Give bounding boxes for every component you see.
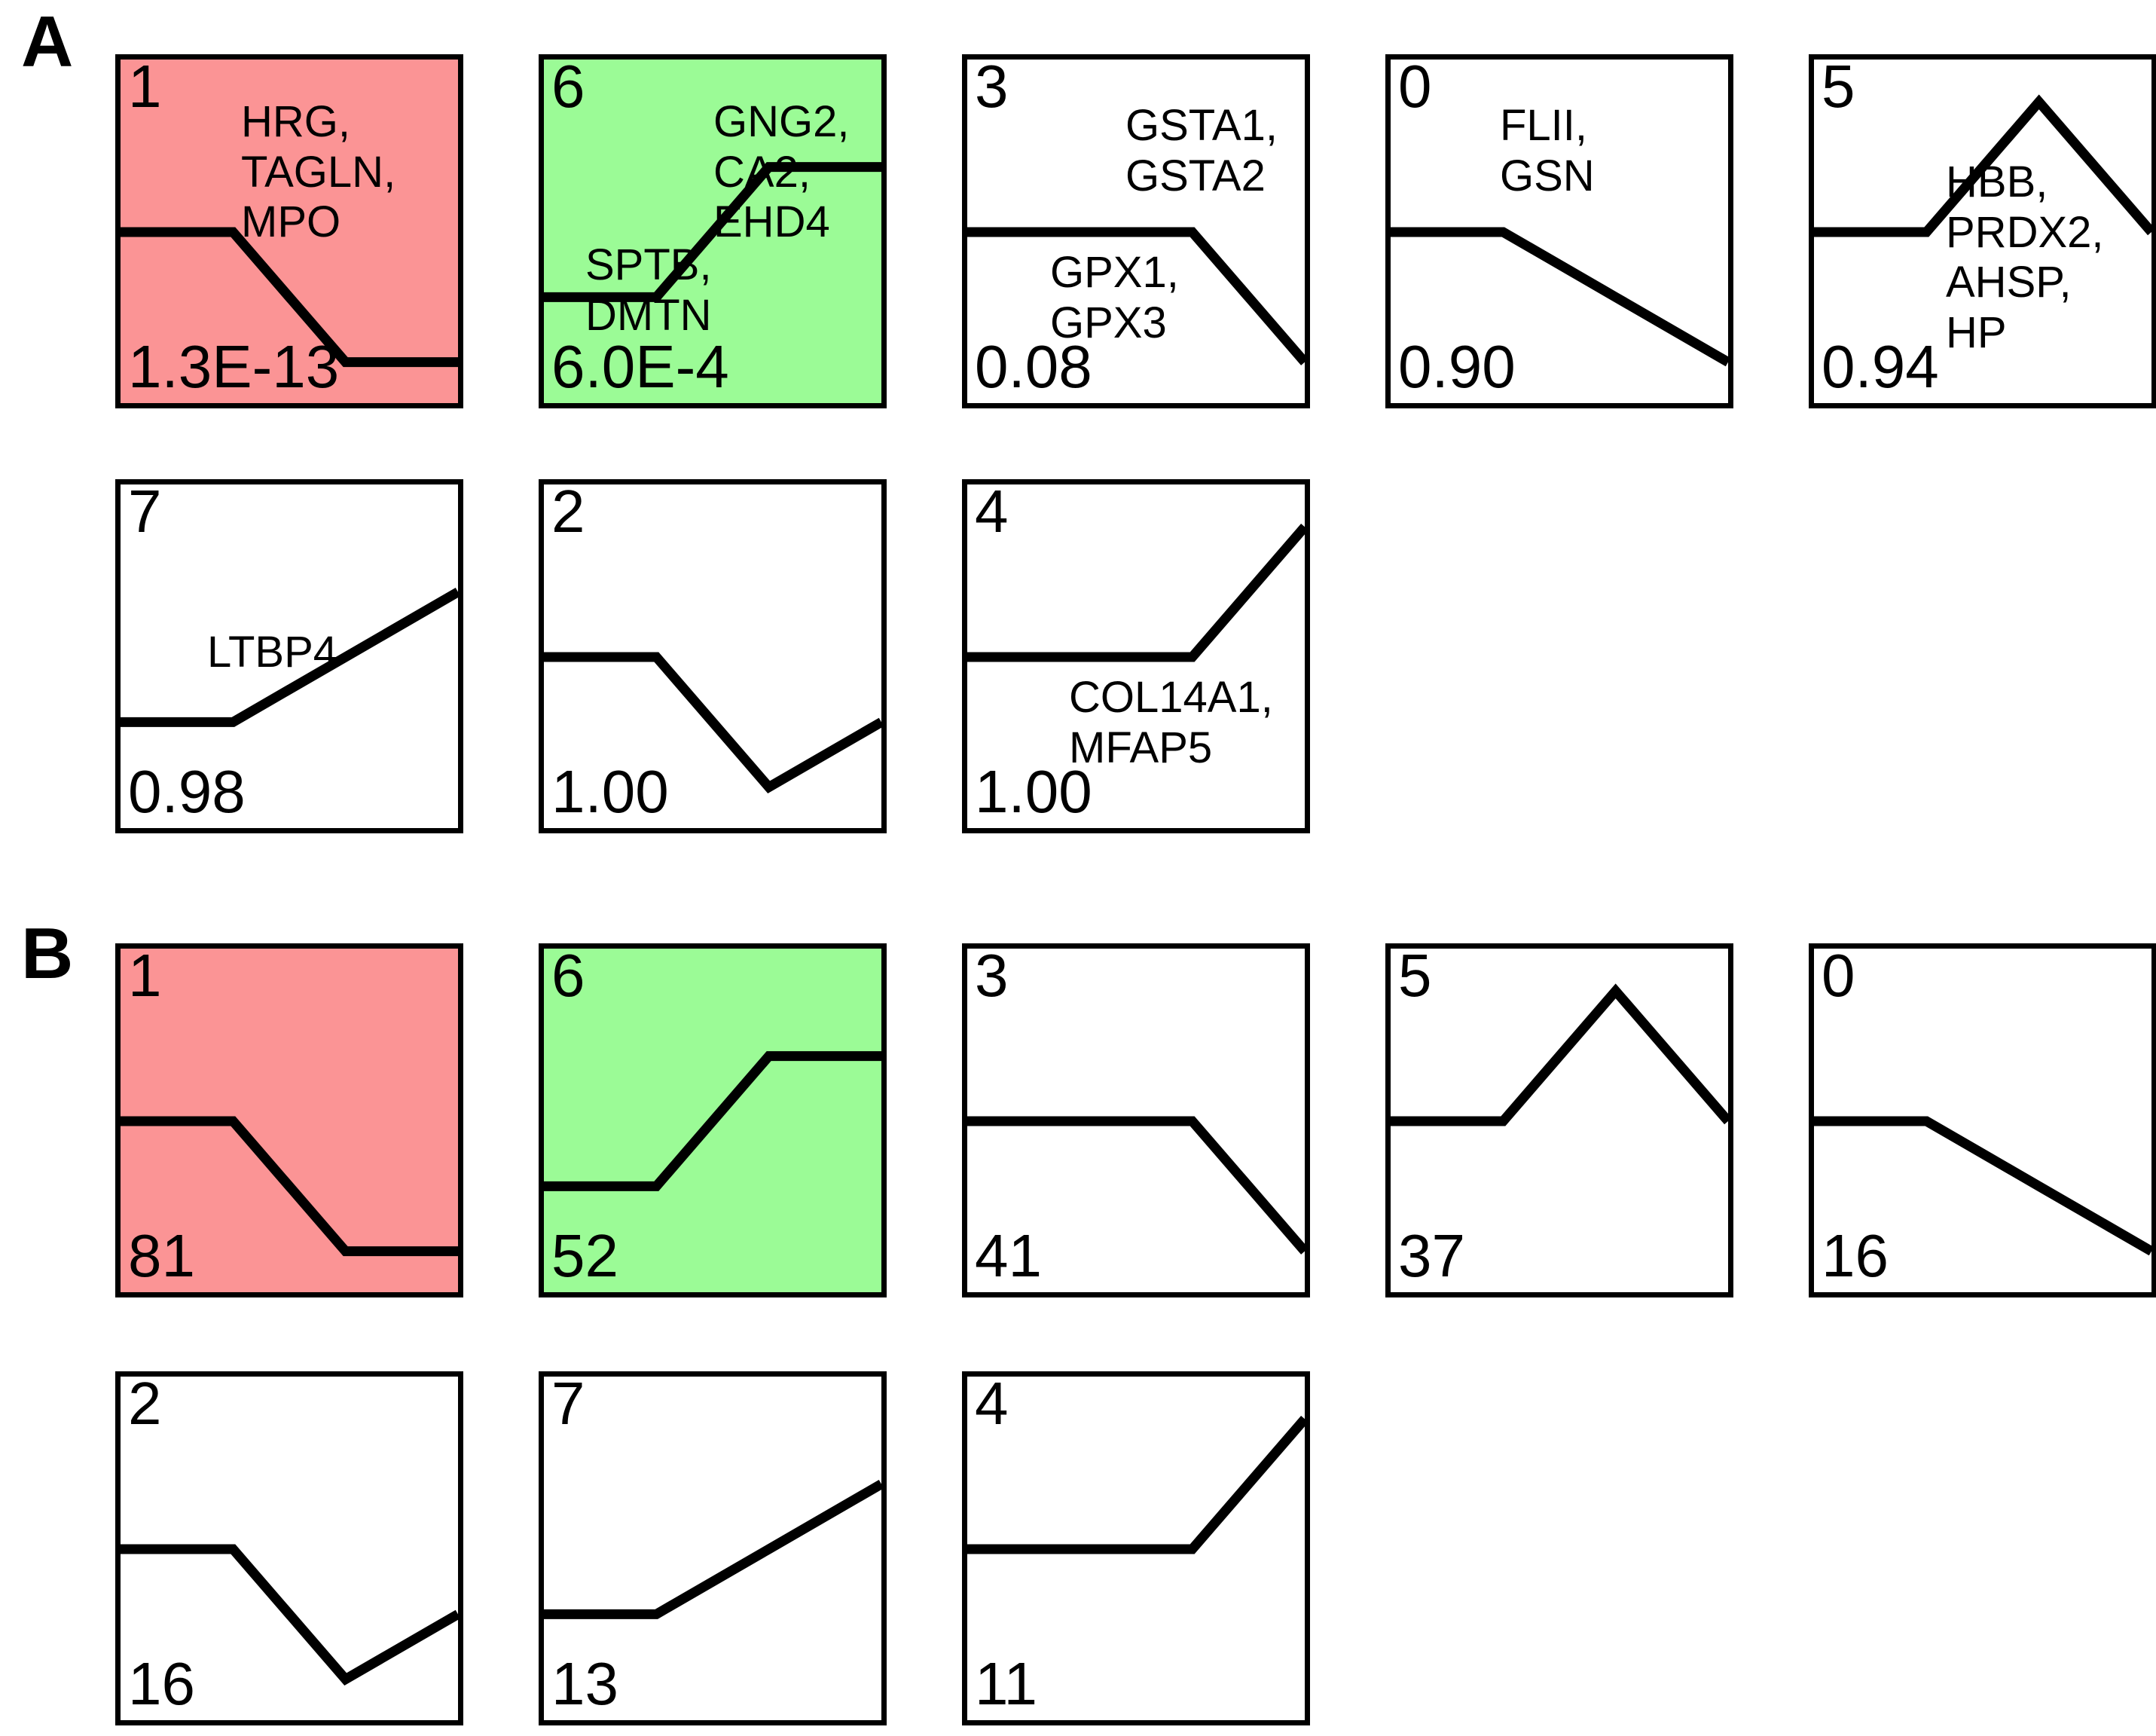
profile-trace — [121, 1377, 458, 1720]
profile-trace — [967, 949, 1305, 1292]
profile-score-label: 37 — [1398, 1222, 1465, 1289]
profile-id-label: 3 — [975, 943, 1009, 1009]
profile-panel-1[interactable]: 1 1.3E-13 HRG, TAGLN, MPO — [115, 54, 463, 408]
profile-id-label: 2 — [551, 479, 585, 545]
profile-id-label: 7 — [128, 479, 162, 545]
profile-id-label: 3 — [975, 54, 1009, 120]
profile-trace — [544, 949, 881, 1292]
profile-id-label: 0 — [1398, 54, 1432, 120]
profile-trace — [121, 484, 458, 828]
profile-score-label: 52 — [551, 1222, 618, 1289]
profile-trace — [1814, 60, 2151, 403]
gene-list-label: HRG, TAGLN, MPO — [241, 97, 396, 247]
profile-trace — [967, 484, 1305, 828]
section-label-a: A — [21, 2, 73, 82]
profile-score-label: 16 — [1822, 1222, 1889, 1289]
profile-trace — [544, 484, 881, 828]
profile-id-label: 5 — [1822, 54, 1855, 120]
profile-score-label: 1.3E-13 — [128, 333, 340, 400]
profile-panel-0[interactable]: 0 16 — [1809, 943, 2156, 1297]
profile-panel-6[interactable]: 6 52 — [539, 943, 887, 1297]
profile-score-label: 0.90 — [1398, 333, 1516, 400]
section-b-row-1: 1 81 6 52 3 41 5 37 0 16 — [115, 943, 2156, 1297]
profile-id-label: 4 — [975, 479, 1009, 545]
profile-trace — [121, 60, 458, 403]
profile-trace — [544, 1377, 881, 1720]
section-a-row-1: 1 1.3E-13 HRG, TAGLN, MPO 6 6.0E-4 GNG2, CA2,… — [115, 54, 2156, 408]
profile-score-label: 16 — [128, 1650, 195, 1717]
profile-id-label: 1 — [128, 943, 162, 1009]
profile-score-label: 0.08 — [975, 333, 1092, 400]
profile-id-label: 7 — [551, 1371, 585, 1437]
profile-id-label: 5 — [1398, 943, 1432, 1009]
profile-trace — [1814, 949, 2151, 1292]
profile-score-label: 0.98 — [128, 758, 246, 825]
section-label-b: B — [21, 913, 73, 994]
profile-trace — [967, 60, 1305, 403]
profile-panel-3[interactable]: 3 41 — [962, 943, 1310, 1297]
profile-score-label: 1.00 — [551, 758, 669, 825]
profile-trace — [544, 60, 881, 403]
profile-trace — [121, 949, 458, 1292]
gene-list-label-secondary: SPTB, DMTN — [585, 240, 712, 340]
profile-score-label: 81 — [128, 1222, 195, 1289]
profile-panel-4[interactable]: 4 11 — [962, 1371, 1310, 1725]
gene-list-label: LTBP4 — [207, 628, 338, 677]
profile-panel-7[interactable]: 7 13 — [539, 1371, 887, 1725]
profile-id-label: 6 — [551, 54, 585, 120]
profile-score-label: 0.94 — [1822, 333, 1939, 400]
profile-score-label: 11 — [975, 1650, 1038, 1717]
profile-score-label: 41 — [975, 1222, 1042, 1289]
profile-panel-0[interactable]: 0 0.90 FLII, GSN — [1385, 54, 1733, 408]
profile-panel-5[interactable]: 5 37 — [1385, 943, 1733, 1297]
gene-list-label: GSTA1, GSTA2 — [1125, 101, 1278, 200]
profile-trace — [1391, 949, 1728, 1292]
gene-list-label: FLII, GSN — [1500, 101, 1595, 200]
gene-list-label: COL14A1, MFAP5 — [1069, 673, 1273, 772]
profile-panel-1[interactable]: 1 81 — [115, 943, 463, 1297]
gene-list-label: GNG2, CA2, EHD4 — [713, 97, 850, 247]
gene-list-label: HBB, PRDX2, AHSP, HP — [1946, 157, 2104, 358]
profile-id-label: 4 — [975, 1371, 1009, 1437]
profile-id-label: 0 — [1822, 943, 1855, 1009]
profile-trace — [1391, 60, 1728, 403]
profile-score-label: 13 — [551, 1650, 618, 1717]
profile-id-label: 2 — [128, 1371, 162, 1437]
profile-trace — [967, 1377, 1305, 1720]
profile-panel-7[interactable]: 7 0.98 LTBP4 — [115, 479, 463, 833]
profile-score-label: 6.0E-4 — [551, 333, 729, 400]
section-b-row-2: 2 16 7 13 4 11 — [115, 1371, 1310, 1725]
profile-score-label: 1.00 — [975, 758, 1092, 825]
profile-id-label: 6 — [551, 943, 585, 1009]
gene-list-label-secondary: GPX1, GPX3 — [1050, 248, 1179, 347]
profile-id-label: 1 — [128, 54, 162, 120]
profile-panel-2[interactable]: 2 16 — [115, 1371, 463, 1725]
